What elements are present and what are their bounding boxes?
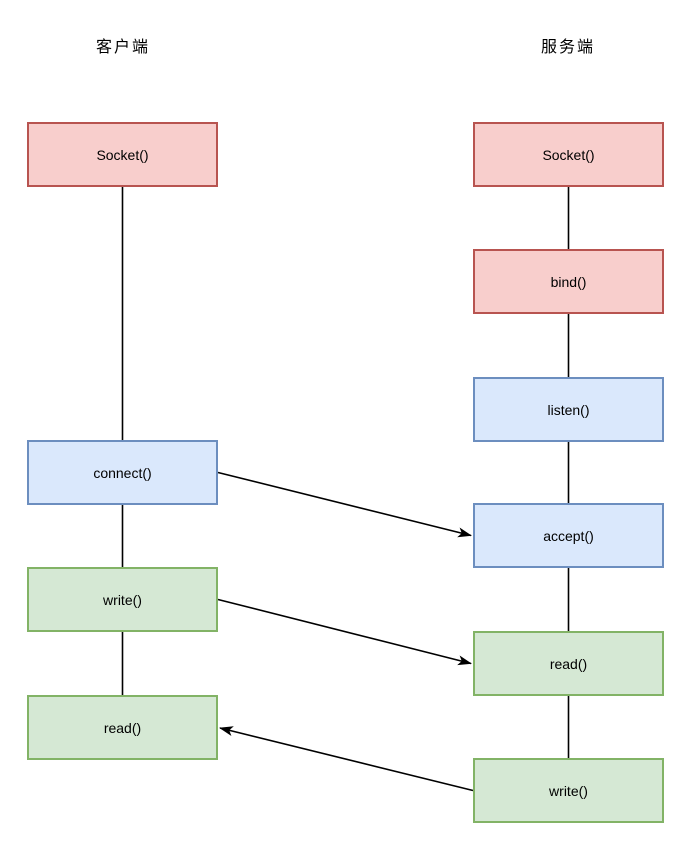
arrow-connect-to-accept [217,471,472,538]
node-label: accept() [543,527,594,544]
node-label: read() [549,655,588,672]
node-server-socket: Socket() [473,122,664,187]
node-label: read() [103,719,142,736]
node-label: bind() [550,273,587,290]
server-column-title: 服务端 [540,37,595,56]
node-server-read: read() [473,631,664,696]
node-client-write: write() [27,567,218,632]
node-server-accept: accept() [473,503,664,568]
arrow-clientwrite-to-serverread [217,598,472,666]
node-server-write: write() [473,758,664,823]
node-label: listen() [547,401,590,418]
node-label: write() [103,591,142,608]
node-label: Socket() [542,146,595,163]
client-column-title: 客户端 [95,37,150,56]
node-label: connect() [93,464,152,481]
node-client-connect: connect() [27,440,218,505]
node-server-bind: bind() [473,249,664,314]
node-client-socket: Socket() [27,122,218,187]
node-server-listen: listen() [473,377,664,442]
arrow-serverwrite-to-clientread [219,726,474,792]
node-label: write() [549,782,588,799]
node-label: Socket() [96,146,149,163]
node-client-read: read() [27,695,218,760]
